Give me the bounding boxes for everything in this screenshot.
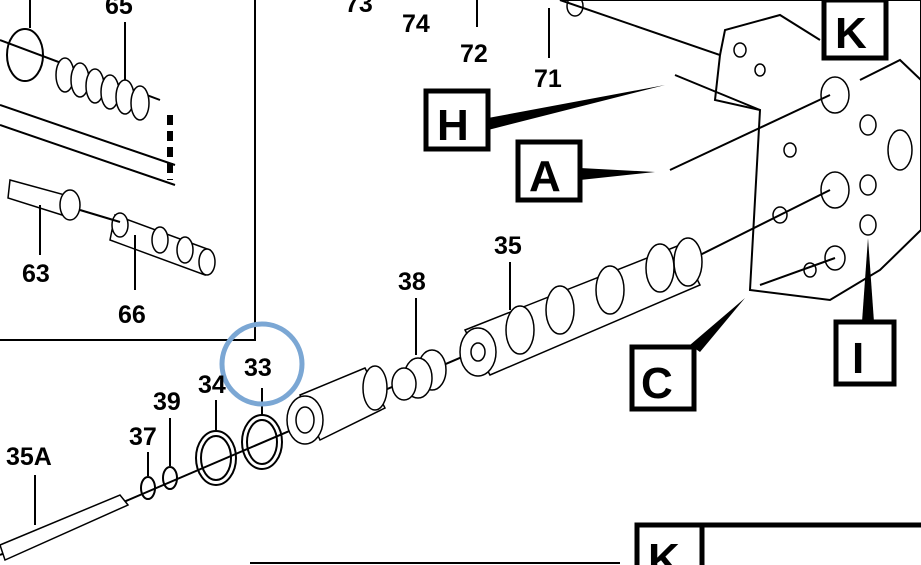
pin-part — [7, 179, 81, 255]
spring-part — [55, 57, 150, 121]
part-number-74: 74 — [402, 10, 430, 38]
axis-line — [759, 257, 836, 286]
part-number-66: 66 — [118, 301, 146, 329]
svg-text:A: A — [529, 152, 561, 201]
valve-part — [109, 212, 216, 290]
axis-line — [674, 74, 761, 111]
spool-part — [459, 237, 703, 377]
callout-K: K — [821, 0, 889, 61]
sleeve-part — [286, 365, 388, 445]
part-number-73: 73 — [345, 0, 373, 18]
snap-ring-part — [162, 466, 178, 490]
body-edge — [0, 104, 176, 186]
o-ring-part — [6, 28, 44, 82]
svg-text:I: I — [852, 334, 864, 383]
bushing-part — [391, 349, 447, 401]
part-number-39: 39 — [153, 388, 181, 416]
part-number-33: 33 — [244, 354, 272, 382]
svg-text:C: C — [641, 359, 673, 408]
part-number-65: 65 — [105, 0, 133, 20]
part-number-37: 37 — [129, 423, 157, 451]
seal-ring-part — [195, 430, 237, 486]
inset-frame — [0, 0, 256, 341]
seal-ring-part — [200, 435, 232, 481]
seal-ring-part — [246, 419, 278, 465]
part-number-38: 38 — [398, 268, 426, 296]
part-number-35: 35 — [494, 232, 522, 260]
part-number-34: 34 — [198, 371, 226, 399]
highlight-circle — [219, 321, 305, 407]
callout-K-bottom: K — [634, 522, 921, 565]
axis-line — [699, 189, 831, 256]
callout-A: A — [515, 139, 655, 203]
part-number-71: 71 — [534, 65, 562, 93]
callout-H: H — [423, 85, 665, 152]
axis-line — [669, 94, 831, 171]
part-number-72: 72 — [460, 40, 488, 68]
svg-text:K: K — [835, 9, 867, 58]
rod-part — [0, 494, 130, 562]
snap-ring-part — [140, 476, 156, 500]
valve-housing — [559, 0, 921, 302]
callout-C: C — [629, 298, 745, 412]
part-number-35a: 35A — [6, 443, 52, 471]
svg-text:H: H — [437, 101, 469, 150]
svg-text:K: K — [648, 535, 680, 565]
part-number-63: 63 — [22, 260, 50, 288]
callout-I: I — [833, 238, 897, 387]
axis-line — [79, 209, 121, 223]
